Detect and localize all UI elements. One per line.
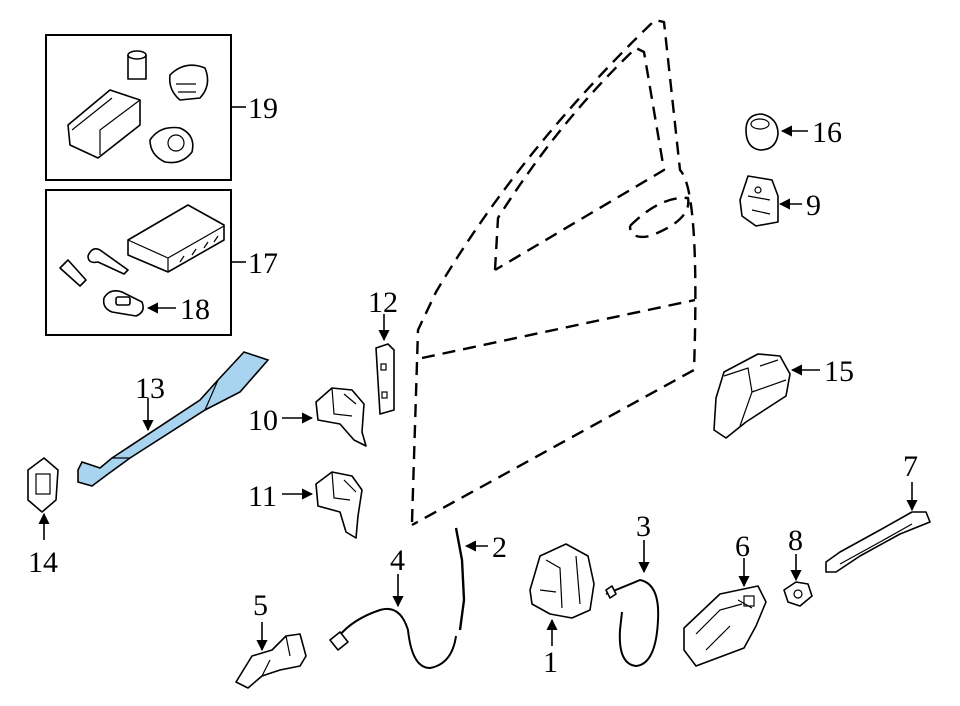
callout-13: 13 <box>135 372 165 405</box>
part-16: 16 <box>745 113 842 151</box>
part-2: 2 <box>454 527 507 631</box>
part-1: 1 <box>529 543 595 679</box>
callout-12: 12 <box>368 286 398 319</box>
part-9: 9 <box>739 175 821 227</box>
part-4: 4 <box>329 544 457 670</box>
part-11: 11 <box>248 471 363 539</box>
callout-8: 8 <box>788 524 803 557</box>
callout-4: 4 <box>390 544 405 577</box>
part-6: 6 <box>683 530 767 667</box>
callout-14: 14 <box>28 546 58 579</box>
part-15: 15 <box>713 353 854 439</box>
callout-16: 16 <box>812 116 842 149</box>
part-3: 3 <box>605 510 660 668</box>
kit-box-17: 17 18 <box>45 189 278 336</box>
door-outline <box>410 18 697 527</box>
callout-18: 18 <box>180 293 210 326</box>
part-8: 8 <box>783 524 813 607</box>
part-14: 14 <box>27 457 59 579</box>
callout-11: 11 <box>248 480 277 513</box>
part-10: 10 <box>248 387 367 447</box>
callout-1: 1 <box>543 646 558 679</box>
part-13-highlighted: 13 <box>77 351 270 487</box>
part-7: 7 <box>825 450 931 573</box>
part-5: 5 <box>235 589 307 689</box>
callout-3: 3 <box>636 510 651 543</box>
callout-10: 10 <box>248 404 278 437</box>
callout-6: 6 <box>735 530 750 563</box>
callout-2: 2 <box>492 531 507 564</box>
callout-5: 5 <box>253 589 268 622</box>
callout-19: 19 <box>248 92 278 125</box>
callout-15: 15 <box>824 355 854 388</box>
callout-9: 9 <box>806 189 821 222</box>
callout-17: 17 <box>248 247 278 280</box>
part-12: 12 <box>368 286 398 415</box>
kit-box-19: 19 <box>45 34 278 181</box>
callout-7: 7 <box>903 450 918 483</box>
